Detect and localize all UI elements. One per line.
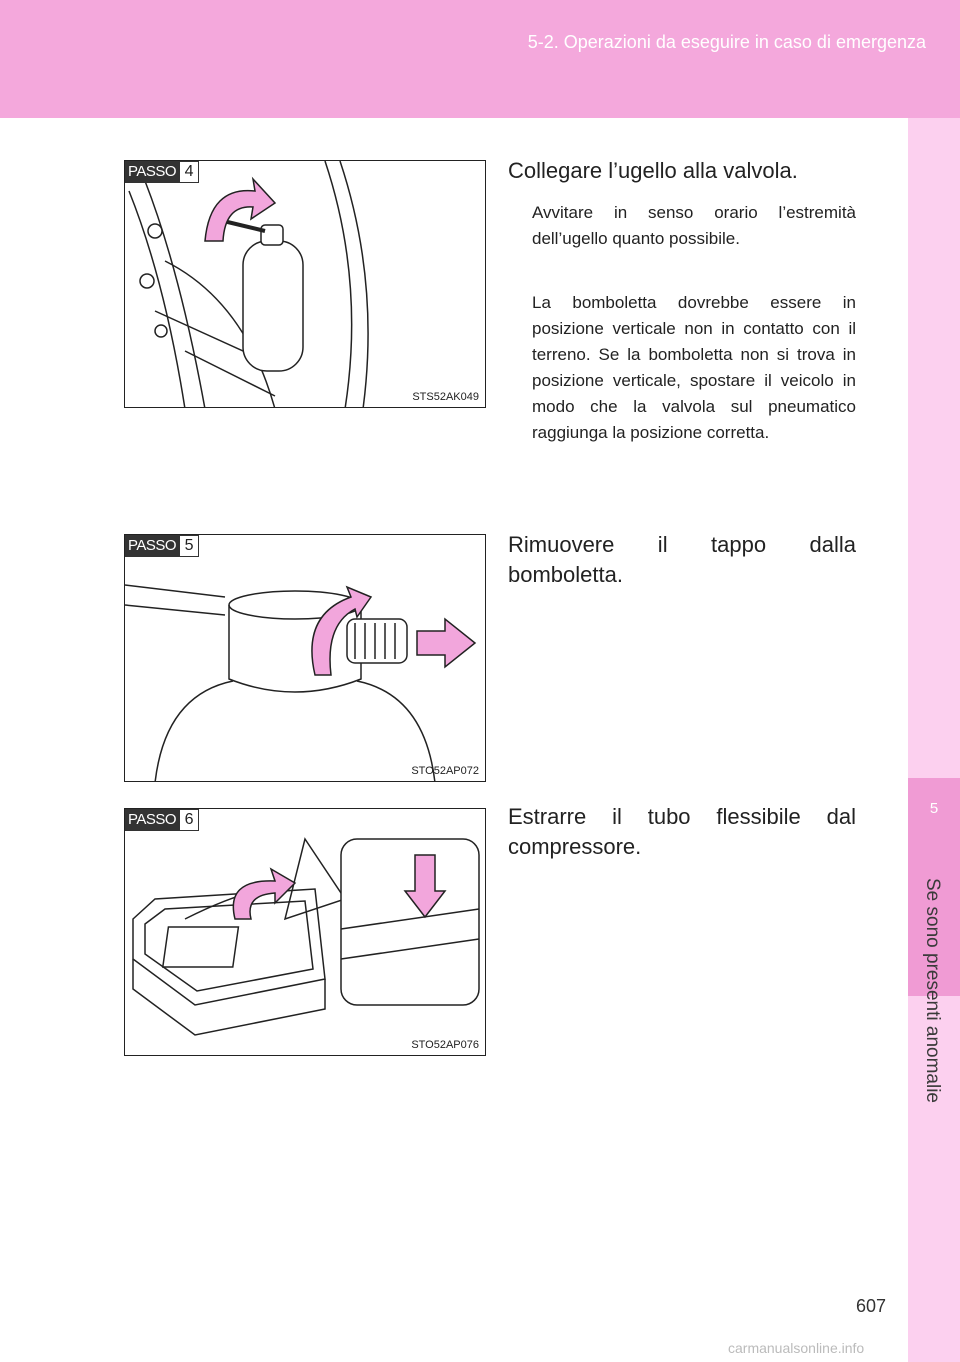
step-badge: PASSO 4	[125, 161, 200, 183]
page-header: 5-2. Operazioni da eseguire in caso di e…	[0, 0, 960, 118]
chapter-title: Se sono presenti anomalie	[922, 878, 943, 1103]
figure-code: STS52AK049	[412, 391, 479, 403]
page-number: 607	[856, 1296, 887, 1316]
section-title: 5-2. Operazioni da eseguire in caso di e…	[527, 32, 926, 52]
chapter-tab[interactable]: 5	[908, 778, 960, 996]
figure-step-5: PASSO 5 STO52AP072	[124, 534, 486, 782]
hose-extraction-illustration	[132, 837, 480, 1036]
step-4-paragraph-1: Avvitare in senso orario l’estremità del…	[532, 203, 856, 248]
step-label: PASSO	[125, 535, 180, 557]
step-label: PASSO	[125, 161, 180, 183]
step-badge: PASSO 5	[125, 535, 200, 557]
chapter-sidebar: 5 Se sono presenti anomalie	[908, 118, 960, 1362]
cap-removal-illustration	[125, 584, 477, 781]
figure-code: STO52AP076	[411, 1039, 479, 1051]
figure-code: STO52AP072	[411, 765, 479, 777]
step-badge: PASSO 6	[125, 809, 200, 831]
step-6-title: Estrarre il tubo flessibile dal compress…	[508, 804, 856, 859]
step-label: PASSO	[125, 809, 180, 831]
step-number: 4	[179, 161, 200, 183]
step-number: 5	[179, 535, 200, 557]
step-5-title: Rimuovere il tappo dalla bomboletta.	[508, 532, 856, 587]
figure-step-4: PASSO 4 STS52AK049	[124, 160, 486, 408]
chapter-number: 5	[929, 800, 939, 817]
valve-nozzle-illustration	[128, 161, 369, 407]
watermark: carmanualsonline.info	[728, 1340, 865, 1356]
figure-step-6: PASSO 6 STO52AP076	[124, 808, 486, 1056]
step-number: 6	[179, 809, 200, 831]
step-4-title: Collegare l’ugello alla valvola.	[508, 158, 798, 183]
step-4-paragraph-2: La bomboletta dovrebbe essere in posizio…	[532, 293, 856, 442]
